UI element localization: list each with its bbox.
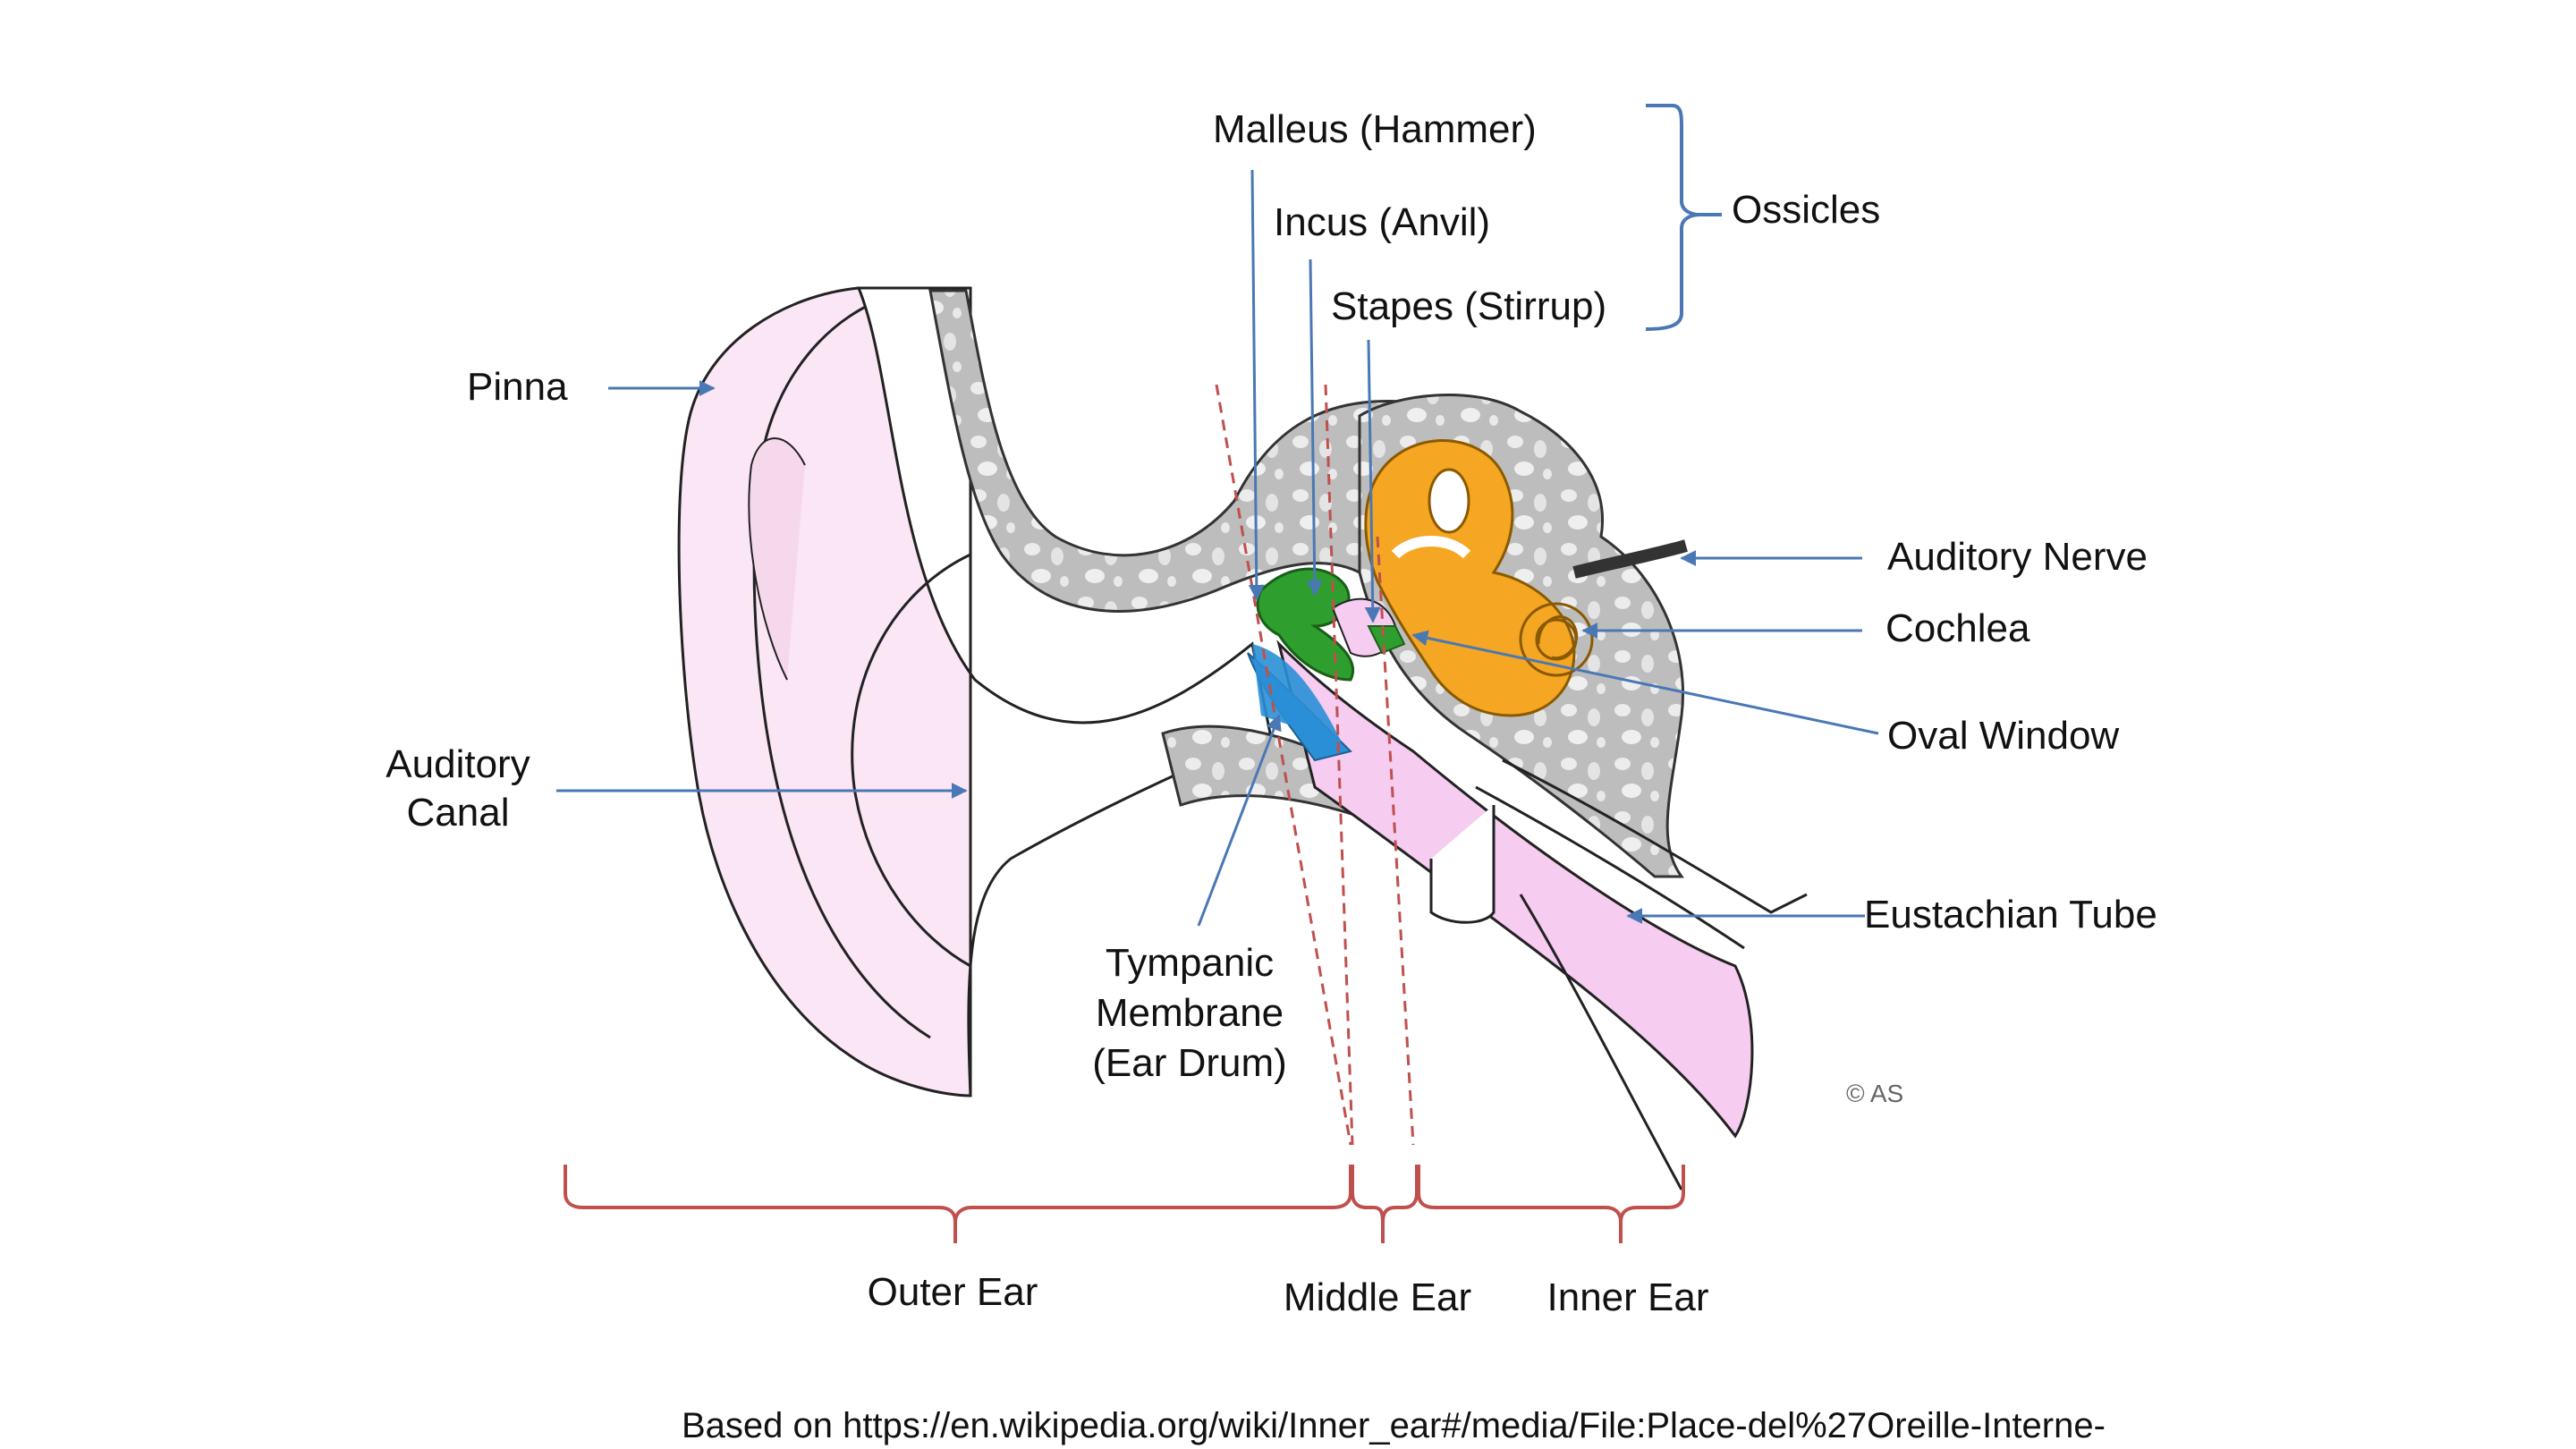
auditory-canal-label-line1: Auditory	[386, 742, 530, 786]
pinna-shape	[677, 286, 972, 1097]
oval-window-label: Oval Window	[1887, 714, 2120, 758]
tympanic-label-line2: Membrane	[1095, 991, 1284, 1035]
inner-ear-shape	[1364, 439, 1594, 717]
cochlea-label: Cochlea	[1885, 606, 2030, 650]
inner-ear-label: Inner Ear	[1546, 1275, 1709, 1319]
auditory-canal-shape	[851, 286, 1272, 1097]
section-braces	[564, 1165, 1685, 1243]
outer-ear-label: Outer Ear	[867, 1270, 1038, 1314]
source-footer: Based on https://en.wikipedia.org/wiki/I…	[682, 1406, 2106, 1445]
eustachian-tube-shape	[1276, 640, 1808, 1191]
malleus-label: Malleus (Hammer)	[1213, 107, 1537, 151]
ossicles-label: Ossicles	[1732, 188, 1881, 232]
tympanic-label-line1: Tympanic	[1105, 941, 1275, 985]
auditory-nerve-label: Auditory Nerve	[1887, 535, 2148, 579]
middle-ear-label: Middle Ear	[1283, 1275, 1472, 1319]
auditory-canal-label-line2: Canal	[406, 791, 510, 835]
incus-label: Incus (Anvil)	[1274, 200, 1491, 244]
pinna-label: Pinna	[467, 365, 568, 409]
tympanic-label-line3: (Ear Drum)	[1092, 1041, 1287, 1085]
copyright-mark: © AS	[1846, 1080, 1904, 1107]
section-dividers	[1215, 384, 1415, 1146]
label-arrows	[556, 169, 1879, 927]
ossicles-bracket	[1645, 104, 1700, 331]
stapes-label: Stapes (Stirrup)	[1331, 284, 1607, 328]
eustachian-tube-label: Eustachian Tube	[1864, 893, 2157, 936]
auditory-nerve-shape	[1572, 539, 1688, 579]
